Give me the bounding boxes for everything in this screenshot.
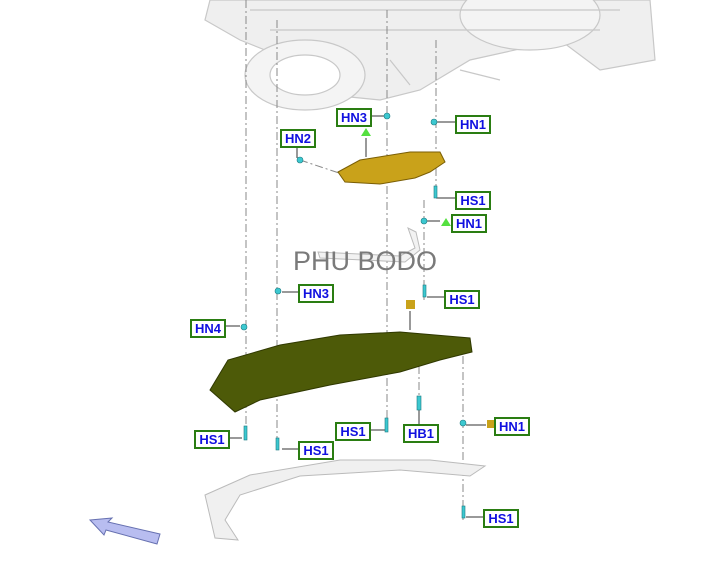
callout-hs1: HS1 [335, 422, 371, 441]
callout-hn1: HN1 [455, 115, 491, 134]
callout-hs1: HS1 [194, 430, 230, 449]
callout-hn2: HN2 [280, 129, 316, 148]
front-direction-arrow-icon [88, 517, 161, 545]
triangle-marker [441, 218, 451, 226]
square-marker [406, 300, 415, 309]
callout-hn1: HN1 [451, 214, 487, 233]
square-marker [487, 420, 495, 428]
lower-shield [209, 331, 473, 413]
triangle-marker [361, 128, 371, 136]
callout-hn3: HN3 [336, 108, 372, 127]
upper-shield [337, 151, 446, 185]
callout-hn4: HN4 [190, 319, 226, 338]
callout-hn1: HN1 [494, 417, 530, 436]
callout-hs1: HS1 [298, 441, 334, 460]
fasteners [240, 112, 467, 519]
callout-hb1: HB1 [403, 424, 439, 443]
callout-hs1: HS1 [483, 509, 519, 528]
vehicle-chassis [204, 0, 656, 111]
callout-hn3: HN3 [298, 284, 334, 303]
callout-hs1: HS1 [455, 191, 491, 210]
bumper-lip [204, 459, 487, 541]
callout-hs1: HS1 [444, 290, 480, 309]
watermark: PHU BODO [293, 246, 438, 276]
bracket [317, 227, 421, 263]
